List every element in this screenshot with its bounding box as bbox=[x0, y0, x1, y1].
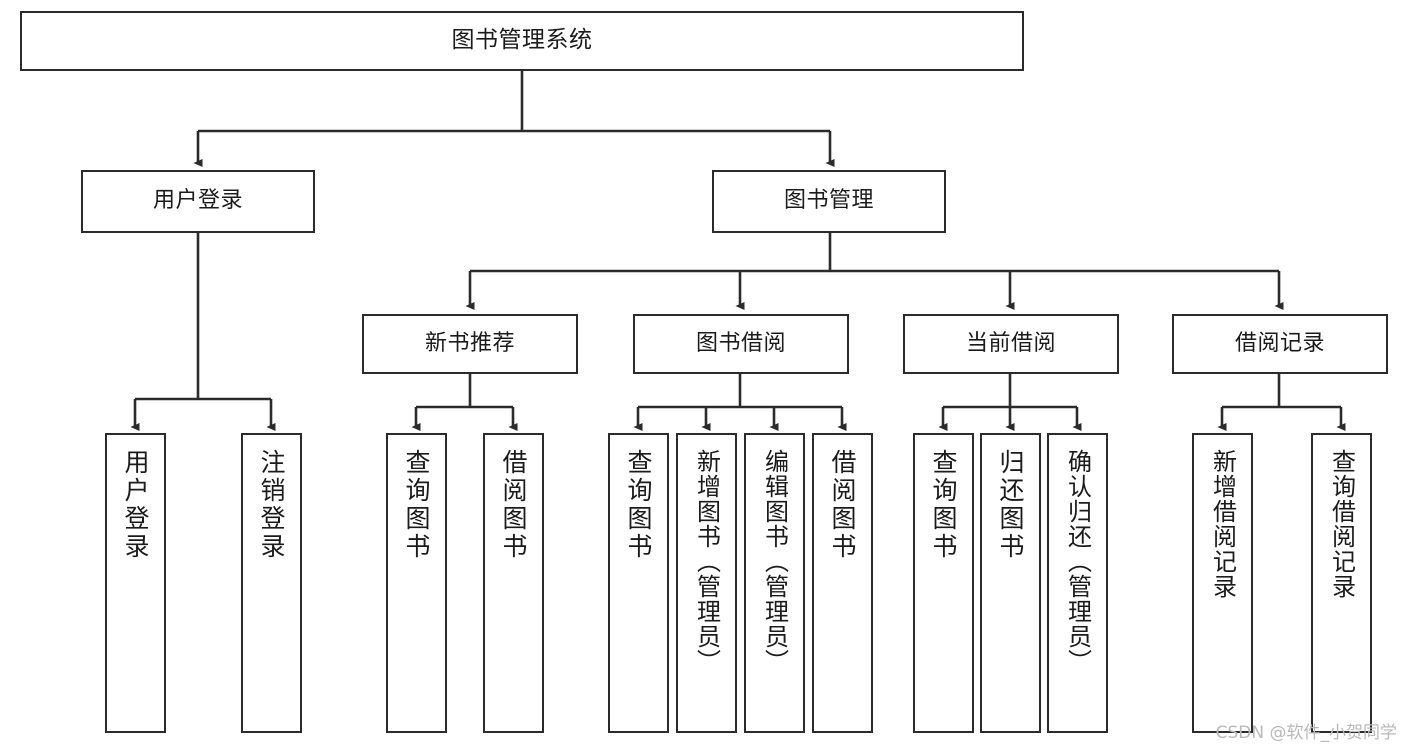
node-label: 图书管理系统 bbox=[451, 27, 593, 54]
leaf-edit-book-admin[interactable]: 编辑图书（管理员） bbox=[744, 433, 805, 733]
node-label: 图书借阅 bbox=[695, 330, 786, 356]
leaf-add-book-admin[interactable]: 新增图书（管理员） bbox=[676, 433, 737, 733]
node-label: 新增借阅记录 bbox=[1208, 449, 1237, 599]
node-label: 借阅记录 bbox=[1234, 330, 1325, 356]
leaf-query-borrow-record[interactable]: 查询借阅记录 bbox=[1311, 433, 1372, 733]
leaf-borrow-book[interactable]: 借阅图书 bbox=[812, 433, 873, 733]
leaf-return-book[interactable]: 归还图书 bbox=[980, 433, 1041, 733]
node-label: 查询图书 bbox=[402, 449, 431, 561]
node-label: 编辑图书（管理员） bbox=[760, 449, 789, 674]
node-new-book-recommend[interactable]: 新书推荐 bbox=[362, 314, 578, 374]
node-label: 归还图书 bbox=[996, 449, 1025, 561]
node-label: 当前借阅 bbox=[965, 330, 1056, 356]
leaf-user-login[interactable]: 用户登录 bbox=[105, 433, 166, 733]
node-label: 确认归还（管理员） bbox=[1063, 449, 1092, 674]
node-label: 用户登录 bbox=[152, 188, 243, 214]
node-label: 查询借阅记录 bbox=[1327, 449, 1356, 599]
node-book-borrow[interactable]: 图书借阅 bbox=[633, 314, 849, 374]
node-label: 注销登录 bbox=[257, 449, 286, 561]
node-label: 用户登录 bbox=[121, 449, 150, 561]
leaf-add-borrow-record[interactable]: 新增借阅记录 bbox=[1192, 433, 1253, 733]
node-borrow-record[interactable]: 借阅记录 bbox=[1172, 314, 1388, 374]
node-book-management[interactable]: 图书管理 bbox=[712, 170, 946, 233]
leaf-borrow-book-new[interactable]: 借阅图书 bbox=[483, 433, 544, 733]
node-label: 图书管理 bbox=[783, 188, 874, 214]
leaf-query-book-borrow[interactable]: 查询图书 bbox=[608, 433, 669, 733]
leaf-logout[interactable]: 注销登录 bbox=[241, 433, 302, 733]
node-label: 新增图书（管理员） bbox=[692, 449, 721, 674]
node-current-borrow[interactable]: 当前借阅 bbox=[903, 314, 1119, 374]
leaf-confirm-return-admin[interactable]: 确认归还（管理员） bbox=[1047, 433, 1108, 733]
node-user-login[interactable]: 用户登录 bbox=[81, 170, 315, 233]
leaf-query-book-current[interactable]: 查询图书 bbox=[913, 433, 974, 733]
csdn-watermark: CSDN @软件_小贺同学 bbox=[1215, 723, 1397, 743]
node-label: 借阅图书 bbox=[828, 449, 857, 561]
node-label: 查询图书 bbox=[929, 449, 958, 561]
node-root-system[interactable]: 图书管理系统 bbox=[20, 11, 1024, 71]
node-label: 查询图书 bbox=[624, 449, 653, 561]
leaf-query-book-new[interactable]: 查询图书 bbox=[386, 433, 447, 733]
node-label: 借阅图书 bbox=[499, 449, 528, 561]
node-label: 新书推荐 bbox=[424, 330, 515, 356]
